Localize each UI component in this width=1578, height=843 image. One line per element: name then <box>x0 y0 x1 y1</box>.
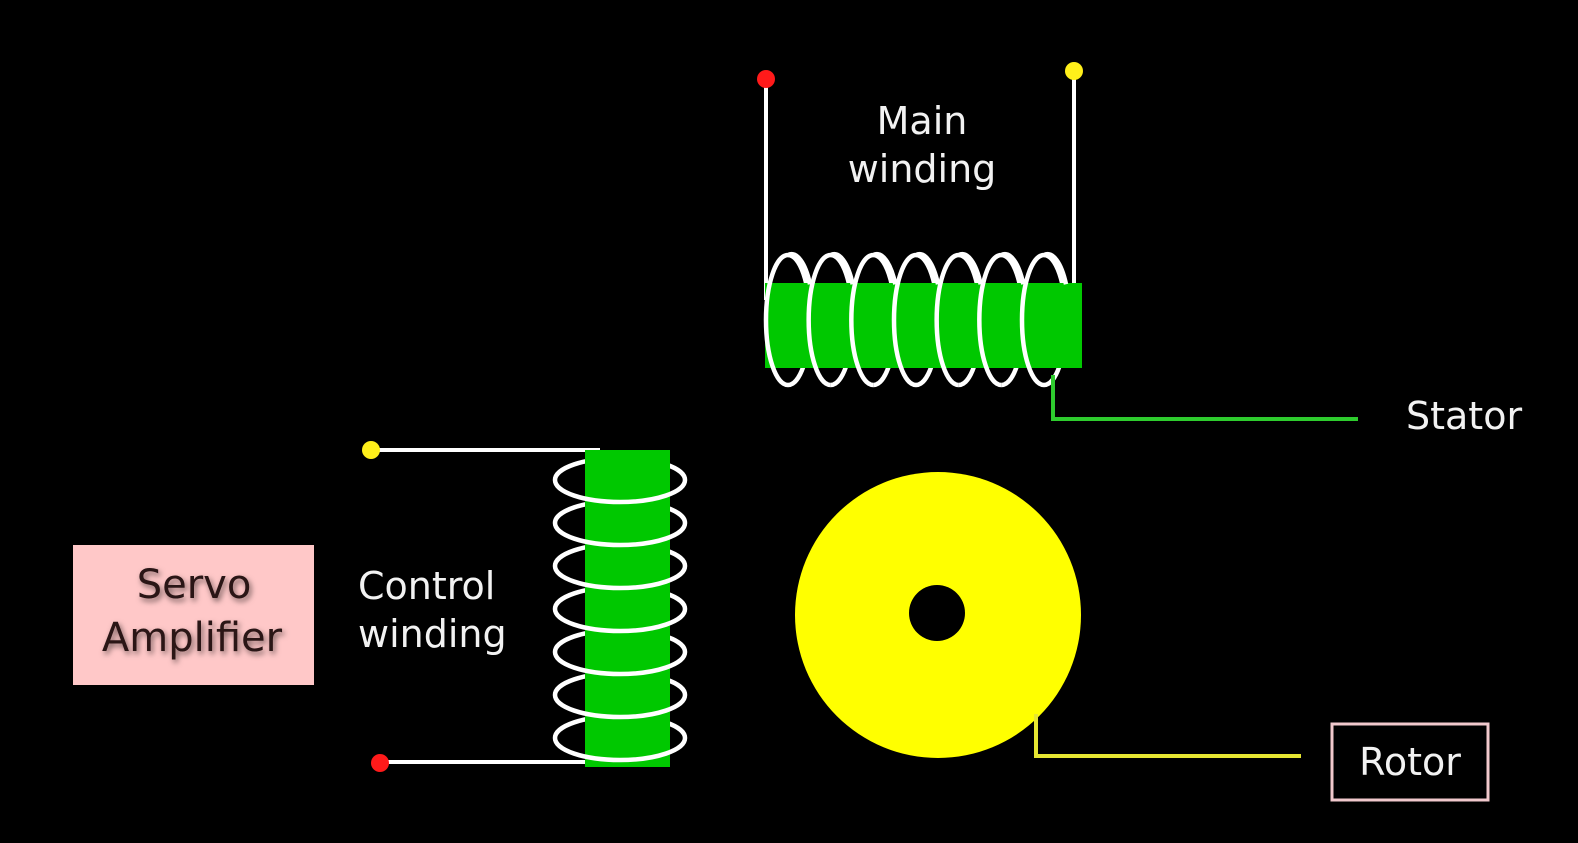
control-coil-turn <box>552 694 688 720</box>
rotor <box>795 472 1081 758</box>
servo-amplifier-label-line1: Servo <box>137 562 252 608</box>
control-winding-label-line1: Control <box>358 564 495 608</box>
servo-amplifier-label-line2: Amplifier <box>102 615 283 661</box>
stator-pointer-line <box>1051 375 1358 421</box>
servo-amplifier-background <box>73 545 314 685</box>
main-winding-coils-front <box>763 251 1069 388</box>
rotor-label-box: Rotor <box>1330 722 1490 802</box>
main-winding-red-terminal <box>757 70 775 88</box>
main-winding-label-line2: winding <box>848 147 997 191</box>
rotor-label-border <box>1330 722 1490 802</box>
control-winding-yellow-terminal <box>362 441 380 459</box>
control-coil-turn <box>552 737 688 763</box>
servo-amplifier-box: Servo Amplifier <box>73 545 314 685</box>
stator-label: Stator <box>1406 394 1522 438</box>
main-coil-turn <box>806 251 855 388</box>
main-coil-turn <box>977 251 1026 388</box>
rotor-shaft-hole <box>909 585 965 641</box>
control-winding-red-terminal <box>371 754 389 772</box>
main-coil-turn <box>1019 251 1069 388</box>
control-winding-coils-front <box>552 479 688 763</box>
main-coil-turn <box>934 251 983 388</box>
control-winding: Control winding <box>358 441 688 772</box>
control-coil-turn <box>552 565 688 591</box>
rotor-pointer-line <box>1034 714 1301 758</box>
main-coil-turn <box>891 251 941 388</box>
control-coil-turn <box>552 522 688 548</box>
rotor-label: Rotor <box>1359 740 1461 784</box>
main-winding: Main winding <box>757 62 1083 388</box>
control-coil-turn <box>552 479 688 505</box>
main-coil-turn <box>763 251 813 388</box>
control-coil-turn <box>552 651 688 677</box>
main-stator-core <box>765 283 1082 368</box>
control-coil-turn <box>552 608 688 634</box>
main-winding-label-line1: Main <box>877 99 968 143</box>
main-winding-yellow-terminal <box>1065 62 1083 80</box>
main-coil-turn <box>849 251 898 388</box>
control-winding-label-line2: winding <box>358 612 507 656</box>
